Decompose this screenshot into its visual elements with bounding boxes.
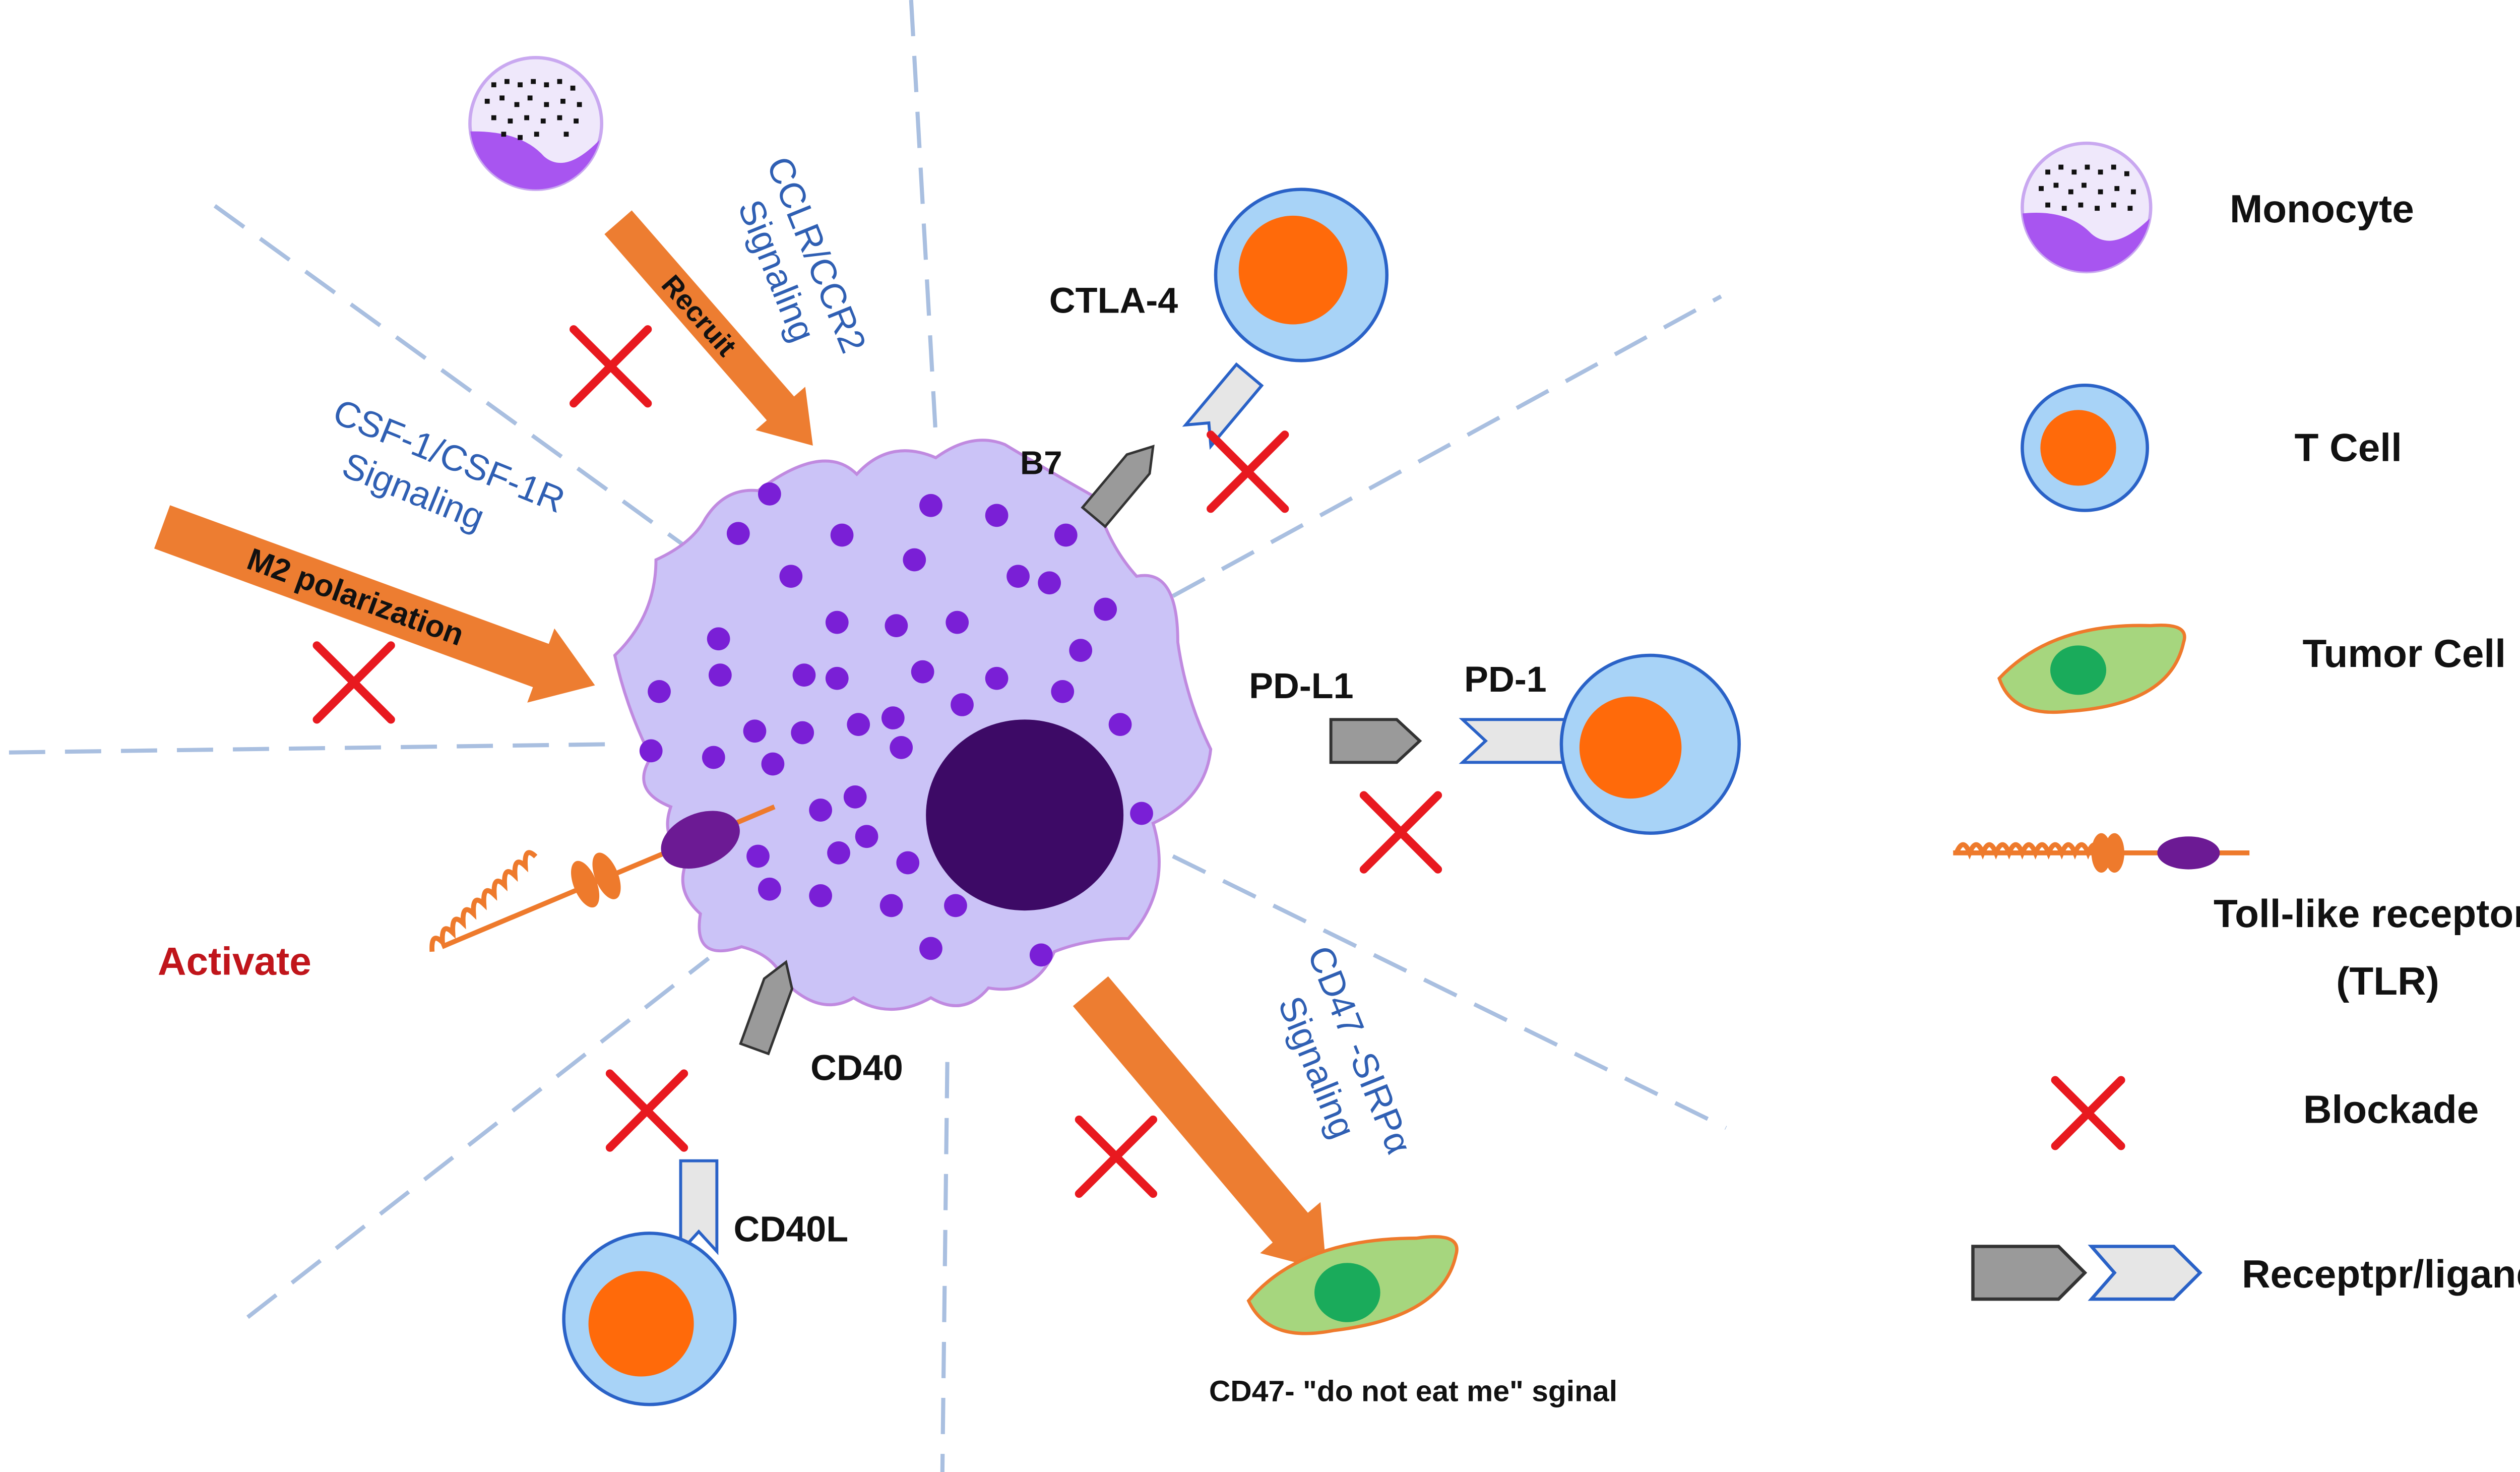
legend-blockade-label: Blockade bbox=[2303, 1087, 2479, 1132]
cd47-label-group: CD47 -SIRPα Signaling bbox=[1270, 941, 1419, 1160]
blockade-icon-ctla4 bbox=[1207, 431, 1289, 513]
tcell-cd40l bbox=[562, 1232, 737, 1406]
macrophage-granules bbox=[639, 482, 1153, 967]
b7-receptor bbox=[1081, 445, 1155, 528]
blockade-icon-csf bbox=[312, 641, 395, 724]
blockade-icon-cd47 bbox=[1075, 1115, 1158, 1198]
pdl1-label: PD-L1 bbox=[1249, 666, 1354, 706]
b7-label: B7 bbox=[1020, 445, 1062, 481]
legend-tcell-icon bbox=[2021, 384, 2149, 512]
legend-blockade-icon bbox=[2051, 1076, 2125, 1150]
m2-polarization-label: M2 polarization bbox=[242, 542, 468, 653]
macrophage bbox=[613, 439, 1213, 1011]
divider-line-lower-right bbox=[1172, 854, 1727, 1130]
csf-label-group: CSF-1/CSF-1R Signaling bbox=[328, 392, 570, 538]
cd40-label: CD40 bbox=[810, 1048, 903, 1088]
legend-monocyte-label: Monocyte bbox=[2230, 187, 2414, 231]
monocyte-top bbox=[468, 56, 603, 191]
divider-line-lower-left bbox=[246, 956, 710, 1319]
recruit-label: Recruit bbox=[656, 269, 742, 362]
cd40-receptor bbox=[739, 960, 794, 1056]
divider-line-bottom bbox=[940, 1062, 950, 1472]
blockade-icon-ccr2 bbox=[570, 325, 652, 408]
legend-receptor-label: Receptpr/ligand bbox=[2242, 1252, 2520, 1296]
pd1-label: PD-1 bbox=[1464, 659, 1547, 700]
blockade-icon-cd40 bbox=[605, 1069, 688, 1152]
legend-tcell-label: T Cell bbox=[2294, 425, 2402, 470]
divider-line-top bbox=[909, 0, 938, 437]
legend-monocyte-icon bbox=[2021, 141, 2153, 274]
tlr-receptor bbox=[429, 804, 776, 952]
legend: Monocyte T Cell Tumor Cell Toll-like rec… bbox=[1953, 141, 2520, 1301]
cd40l-receptor bbox=[679, 1159, 719, 1255]
activate-label: Activate bbox=[158, 939, 311, 984]
legend-tumor-icon bbox=[1997, 624, 2186, 714]
cd47-signal-label: CD47- "do not eat me" sginal bbox=[1209, 1375, 1617, 1408]
tcell-ctla4 bbox=[1182, 188, 1389, 450]
divider-line-upper-right bbox=[1172, 294, 1722, 598]
macrophage-nucleus bbox=[926, 719, 1124, 911]
legend-ligand-icon bbox=[2088, 1245, 2202, 1301]
cd40l-label: CD40L bbox=[734, 1209, 849, 1250]
divider-lines bbox=[9, 0, 1727, 1472]
legend-receptor-icon bbox=[1971, 1245, 2088, 1301]
legend-tumor-label: Tumor Cell bbox=[2302, 631, 2506, 676]
legend-tlr-label-line1: Toll-like receptor bbox=[2214, 891, 2520, 936]
pdl1-receptor bbox=[1329, 718, 1422, 764]
divider-line-left bbox=[9, 742, 610, 755]
legend-tlr-icon bbox=[1953, 833, 2250, 873]
tumor-cell bbox=[1246, 1235, 1459, 1335]
tcell-pd1 bbox=[1559, 653, 1741, 835]
m2-polarization-arrow: M2 polarization bbox=[154, 505, 595, 703]
ctla4-label: CTLA-4 bbox=[1049, 281, 1178, 321]
pd1-receptor bbox=[1459, 718, 1566, 764]
blockade-icon-pd1 bbox=[1359, 791, 1442, 874]
cd47-arrow bbox=[1073, 976, 1327, 1271]
blockade-marks bbox=[312, 325, 1442, 1198]
divider-line-upper-left bbox=[213, 204, 710, 565]
legend-tlr-label-line2: (TLR) bbox=[2336, 959, 2439, 1003]
